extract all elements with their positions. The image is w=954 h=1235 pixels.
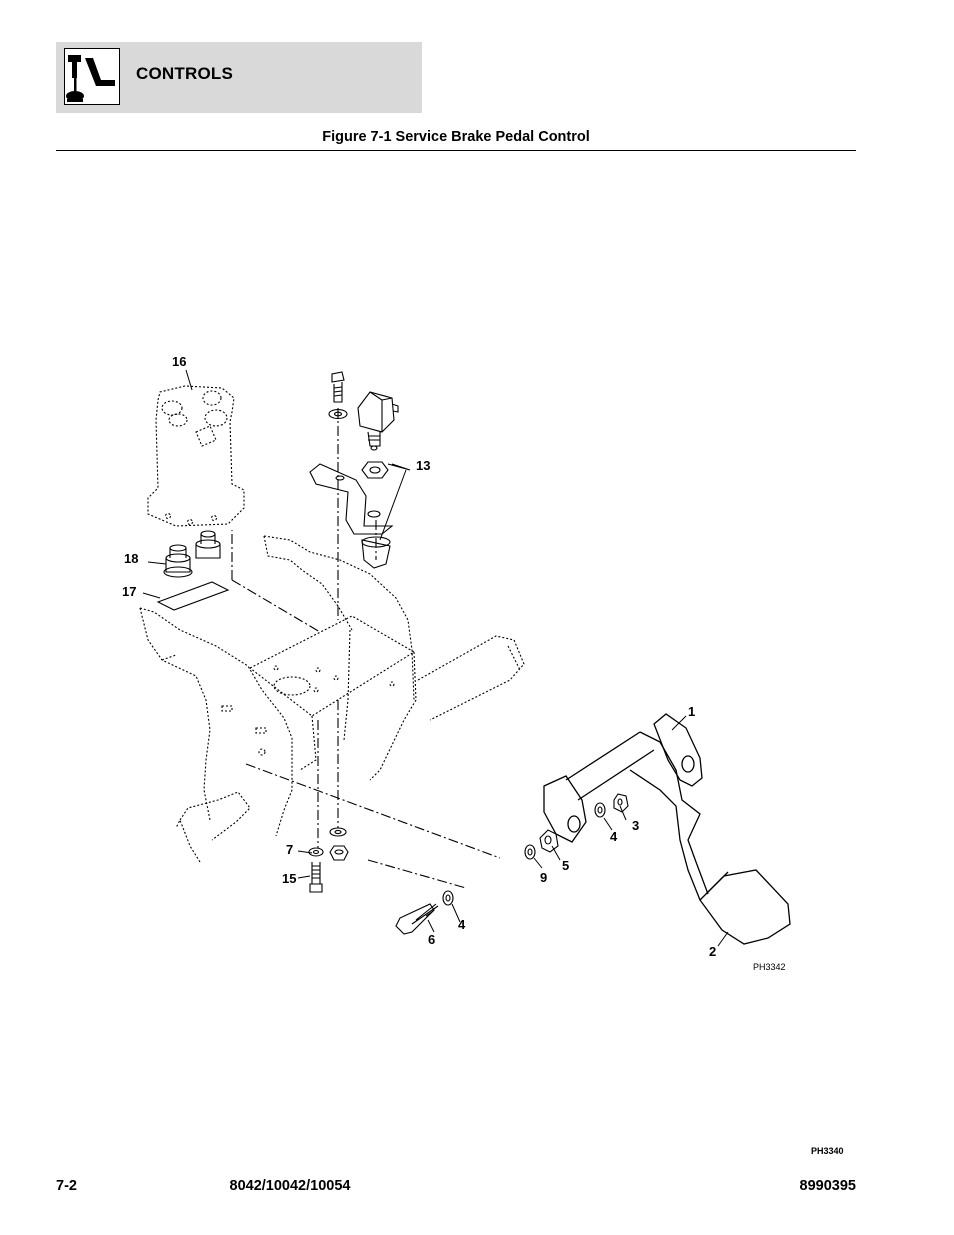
switch-nut (361, 461, 389, 479)
header-rule (56, 150, 856, 151)
pedal-hardware (524, 793, 629, 860)
shim-plate (156, 581, 230, 611)
callout-label: 15 (282, 871, 296, 886)
page-number: 7-2 (56, 1178, 77, 1194)
image-code: PH3340 (811, 1146, 844, 1156)
callout-label: 5 (562, 858, 569, 873)
callout-label: 7 (286, 842, 293, 857)
switch-bolt (328, 371, 348, 420)
section-icon-box (64, 48, 120, 105)
figure-title: Figure 7-1 Service Brake Pedal Control (322, 129, 590, 145)
callout-label: 2 (709, 944, 716, 959)
valve-studs (163, 530, 221, 578)
brake-valve (147, 385, 245, 527)
callout-label: 13 (416, 458, 430, 473)
mount-frame (139, 535, 525, 863)
model-numbers: 8042/10042/10054 (229, 1178, 351, 1194)
callout-label: 18 (124, 551, 138, 566)
callout-label: 1 (688, 704, 695, 719)
callout-label: 16 (172, 354, 186, 369)
callout-label: 3 (632, 818, 639, 833)
callout-label: 9 (540, 870, 547, 885)
callout-labels: 16 13 18 17 1 3 4 5 9 7 15 6 4 2 PH3342 (122, 354, 786, 972)
switch-boot (361, 536, 391, 569)
brake-pedal (543, 713, 791, 945)
frame-hardware (308, 827, 454, 935)
callout-label: 17 (122, 584, 136, 599)
joystick-control-icon (66, 55, 115, 102)
callout-label: 6 (428, 932, 435, 947)
callout-label: 4 (610, 829, 618, 844)
switch-bracket (309, 463, 394, 535)
callout-label: 4 (458, 917, 466, 932)
brake-switch (357, 391, 399, 451)
section-title: CONTROLS (136, 64, 233, 83)
document-number: 8990395 (799, 1178, 856, 1194)
leader-lines (142, 369, 729, 947)
drawing-code: PH3342 (753, 962, 786, 972)
